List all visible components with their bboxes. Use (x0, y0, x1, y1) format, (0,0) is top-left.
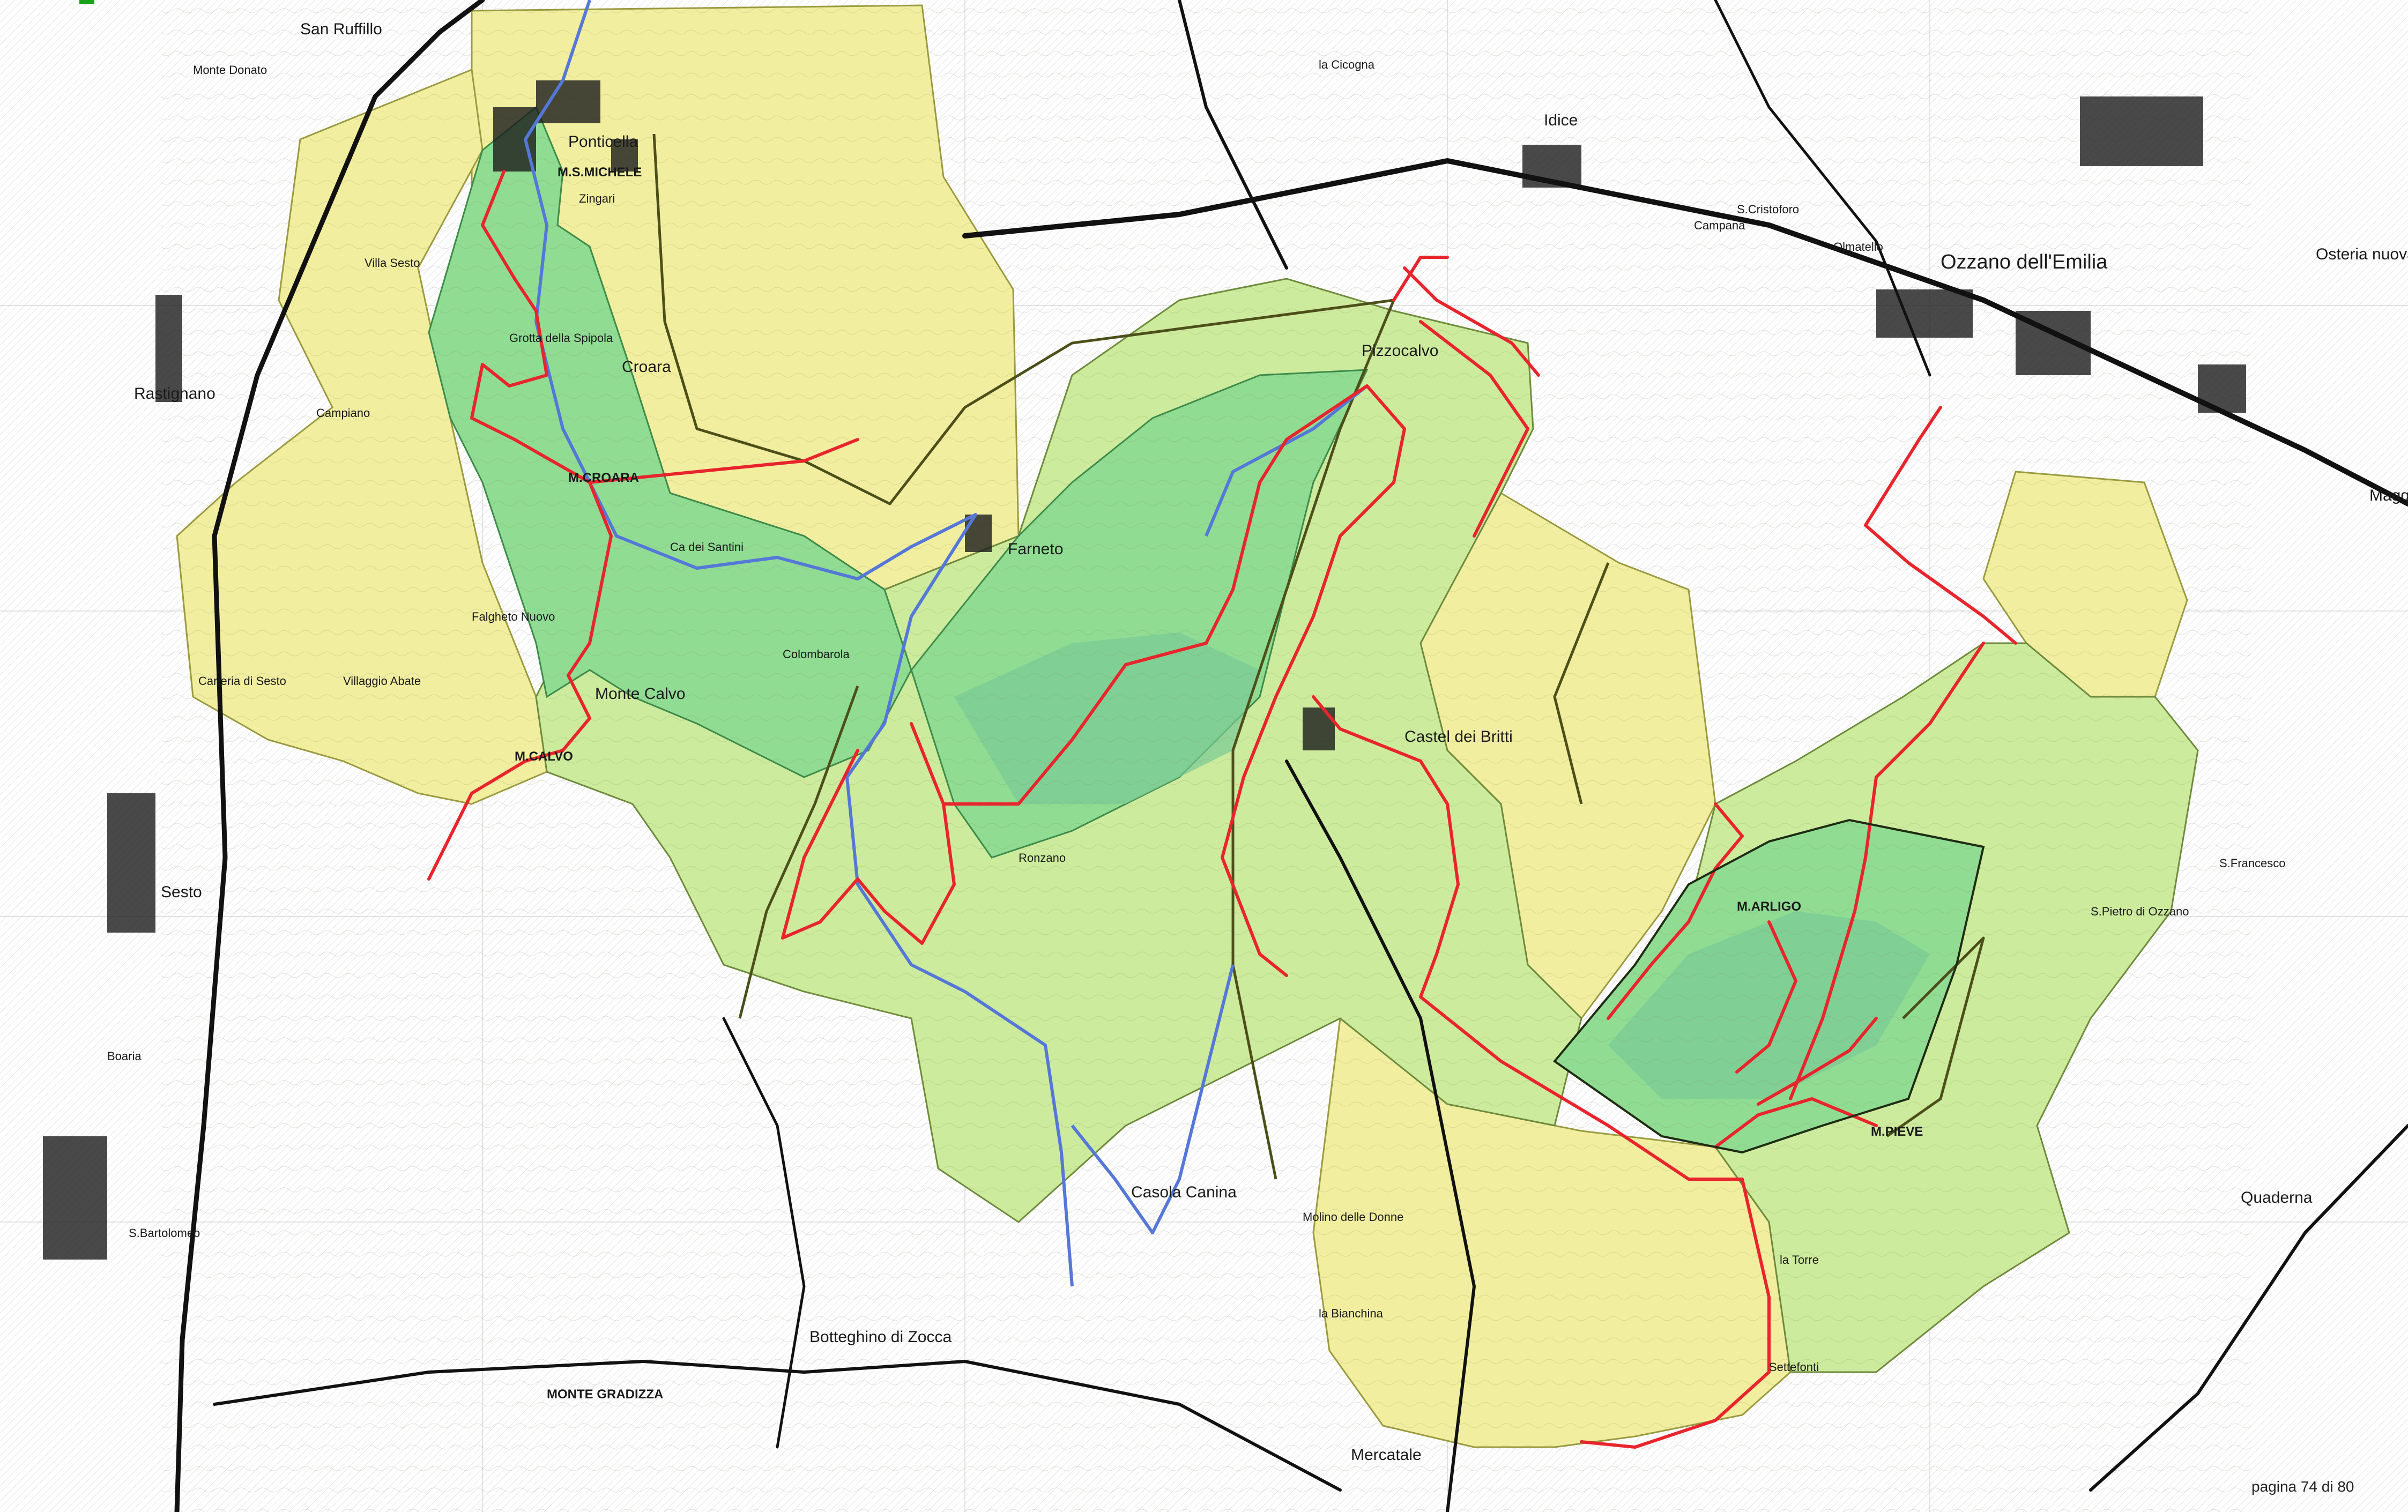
label-grotta: Grotta della Spipola (509, 331, 613, 345)
label-monte-calvo: Monte Calvo (595, 685, 686, 703)
label-quaderna: Quaderna (2241, 1189, 2313, 1206)
label-ozzano: Ozzano dell'Emilia (1941, 251, 2108, 273)
label-mercatale: Mercatale (1351, 1446, 1422, 1464)
label-villa-sesto: Villa Sesto (365, 256, 420, 270)
label-m-s-michele: M.S.MICHELE (558, 165, 642, 180)
label-campana: Campana (1694, 219, 1745, 232)
label-monte-donato: Monte Donato (193, 63, 267, 77)
park-boundary (1553, 818, 1985, 1154)
label-pizzocalvo: Pizzocalvo (1362, 342, 1439, 360)
label-villaggio-abate: Villaggio Abate (343, 674, 421, 688)
label-campiano: Campiano (316, 406, 370, 420)
roads (174, 0, 2408, 1512)
label-idice: Idice (1544, 111, 1578, 129)
label-s-cristoforo: S.Cristoforo (1737, 203, 1800, 216)
label-m-pieve: M.PIEVE (1871, 1124, 1923, 1139)
river (524, 0, 1368, 1287)
label-m-calvo: M.CALVO (515, 749, 573, 764)
label-m-arligo: M.ARLIGO (1737, 899, 1801, 914)
label-boaria: Boaria (107, 1049, 142, 1063)
label-monte-gradizza: MONTE GRADIZZA (547, 1387, 664, 1402)
label-farneto: Farneto (1008, 540, 1064, 558)
label-botteghino-di-zocca: Botteghino di Zocca (809, 1328, 952, 1346)
label-carteria-di-sesto: Carteria di Sesto (198, 674, 286, 688)
label-rastignano: Rastignano (134, 385, 215, 403)
label-casola-canina: Casola Canina (1131, 1183, 1237, 1201)
trail-network (427, 170, 2017, 1449)
label-colombarola: Colombarola (783, 647, 850, 661)
zone-contour-texture (161, 0, 2251, 1512)
label-la-cicogna: la Cicogna (1319, 58, 1374, 71)
label-maggio: Maggio (2369, 487, 2408, 504)
label-san-ruffillo: San Ruffillo (300, 20, 382, 38)
label-falgheto-nuovo: Falgheto Nuovo (472, 610, 555, 623)
label-s-bartolomeo: S.Bartolomeo (129, 1226, 200, 1240)
label-zingari: Zingari (579, 192, 615, 205)
label-ronzano: Ronzano (1019, 851, 1066, 865)
label-la-torre: la Torre (1780, 1253, 1819, 1267)
page-number-footer: pagina 74 di 80 (2251, 1478, 2354, 1495)
label-s-francesco: S.Francesco (2219, 856, 2286, 870)
label-s-pietro-di-ozzano: S.Pietro di Ozzano (2091, 905, 2189, 918)
label-croara: Croara (622, 358, 671, 376)
label-castel-dei-britti: Castel dei Britti (1404, 728, 1513, 746)
label-olmatello: Olmatello (1833, 240, 1883, 254)
label-ponticella: Ponticella (568, 133, 638, 151)
label-la-bianchina: la Bianchina (1319, 1307, 1383, 1320)
label-osteria-nuova: Osteria nuova (2316, 245, 2408, 263)
label-molino-delle-donne: Molino delle Donne (1303, 1210, 1404, 1224)
label-settefonti: Settefonti (1769, 1360, 1819, 1374)
label-sesto: Sesto (161, 883, 202, 901)
label-ca-dei-santini: Ca dei Santini (670, 540, 744, 554)
corner-mark (79, 0, 94, 4)
footpaths (652, 133, 1985, 1180)
label-m-croara: M.CROARA (568, 471, 639, 485)
